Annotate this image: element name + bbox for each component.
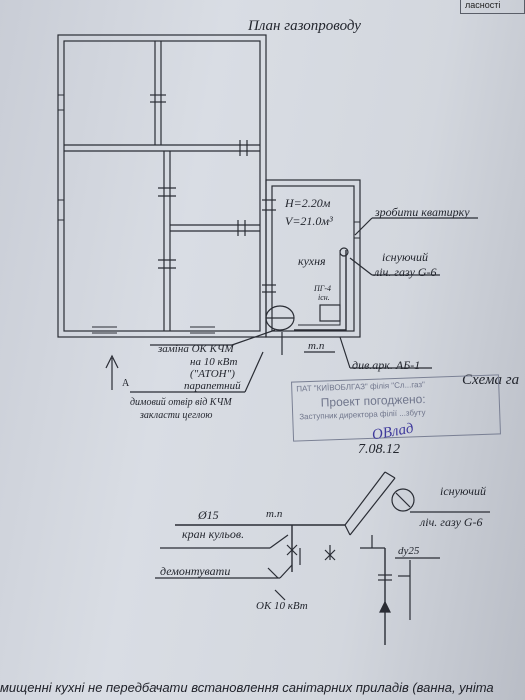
gas-meter-symbol <box>339 247 349 257</box>
footer-note: мищенні кухні не передбачати встановленн… <box>0 680 494 695</box>
scheme-meter-symbol <box>391 488 415 512</box>
scheme-boiler-label: ОК 10 кВт <box>256 600 308 612</box>
scheme-valve-label: кран кульов. <box>182 527 245 541</box>
scheme-pipe-label: Ø15 <box>198 508 219 522</box>
stamp-org: ПАТ "КИЇВОБЛГАЗ" філія "Сл...газ" <box>296 379 426 394</box>
stove-symbol <box>319 304 341 322</box>
boiler-label-1: заміна ОК КЧМ <box>158 343 234 355</box>
meter-label-2: ліч. газу G-6 <box>374 265 437 279</box>
house-outer-wall <box>57 34 267 338</box>
meter-label-1: існуючий <box>382 250 428 264</box>
chimney-label-2: закласти цеглою <box>140 410 213 421</box>
plan-title: План газопроводу <box>248 18 361 34</box>
scheme-dy-label: dy25 <box>398 545 420 557</box>
north-label: А <box>122 378 130 389</box>
house-inner-wall <box>63 40 261 332</box>
stamp-status: Проект погоджено: <box>320 391 426 410</box>
boiler-label-3: ("АТОН") <box>190 368 235 380</box>
plan-tp-label: т.п <box>308 340 325 352</box>
boiler-label-4: парапетний <box>184 380 241 392</box>
stove-label-2: існ. <box>318 293 330 302</box>
scheme-meter-label-1: існуючий <box>440 484 486 498</box>
see-sheet-label: див.арк. АБ-1 <box>352 358 421 372</box>
stove-label-1: ПГ-4 <box>314 284 331 293</box>
room-height: H=2.20м <box>285 196 331 210</box>
approval-date: 7.08.12 <box>358 442 400 457</box>
gas-pipe-plan <box>294 250 347 331</box>
dismantle-label: демонтувати <box>160 564 231 578</box>
scheme-meter-label-2: ліч. газу G-6 <box>420 515 483 529</box>
chimney-label-1: димовий отвір від КЧМ <box>130 397 232 408</box>
vent-note: зробити кватирку <box>375 205 470 219</box>
boiler-label-2: на 10 кВт <box>190 356 238 368</box>
stamp-role: Заступник директора філії ...збуту <box>299 407 426 422</box>
room-volume: V=21.0м³ <box>285 214 333 228</box>
scheme-title: Схема га <box>462 372 520 388</box>
room-name: кухня <box>298 254 326 268</box>
scheme-tp-label: т.п <box>266 508 283 520</box>
